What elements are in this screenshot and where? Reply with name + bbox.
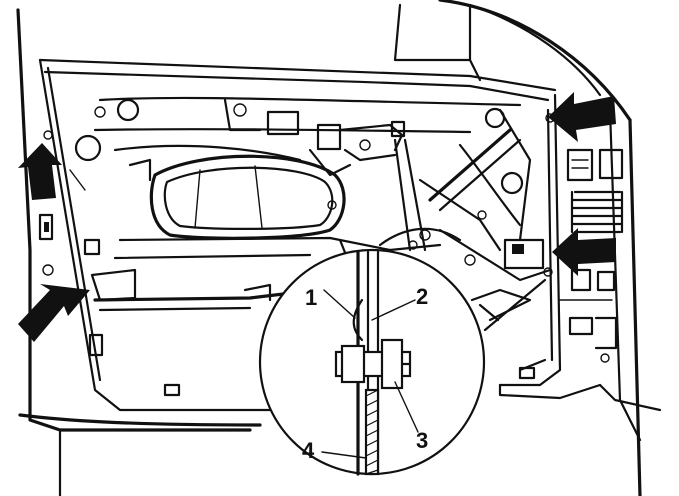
callout-2: 2 — [416, 284, 428, 309]
inner-panel — [38, 96, 555, 397]
callout-3: 3 — [416, 428, 428, 453]
leader-2 — [371, 299, 416, 321]
hinge-spring — [570, 190, 624, 234]
leader-1 — [323, 289, 356, 319]
callout-labels: 1 2 3 4 — [302, 284, 428, 463]
leader-3 — [394, 381, 419, 433]
callout-4: 4 — [302, 438, 315, 463]
detail-magnifier — [258, 248, 547, 476]
leader-4 — [321, 451, 367, 459]
arrow-top-left — [18, 143, 62, 200]
callout-1: 1 — [305, 285, 317, 310]
arrow-top-right — [548, 92, 616, 142]
arrow-mid-right — [552, 228, 616, 276]
arrow-bottom-left — [18, 284, 90, 342]
door-frame — [16, 0, 662, 496]
